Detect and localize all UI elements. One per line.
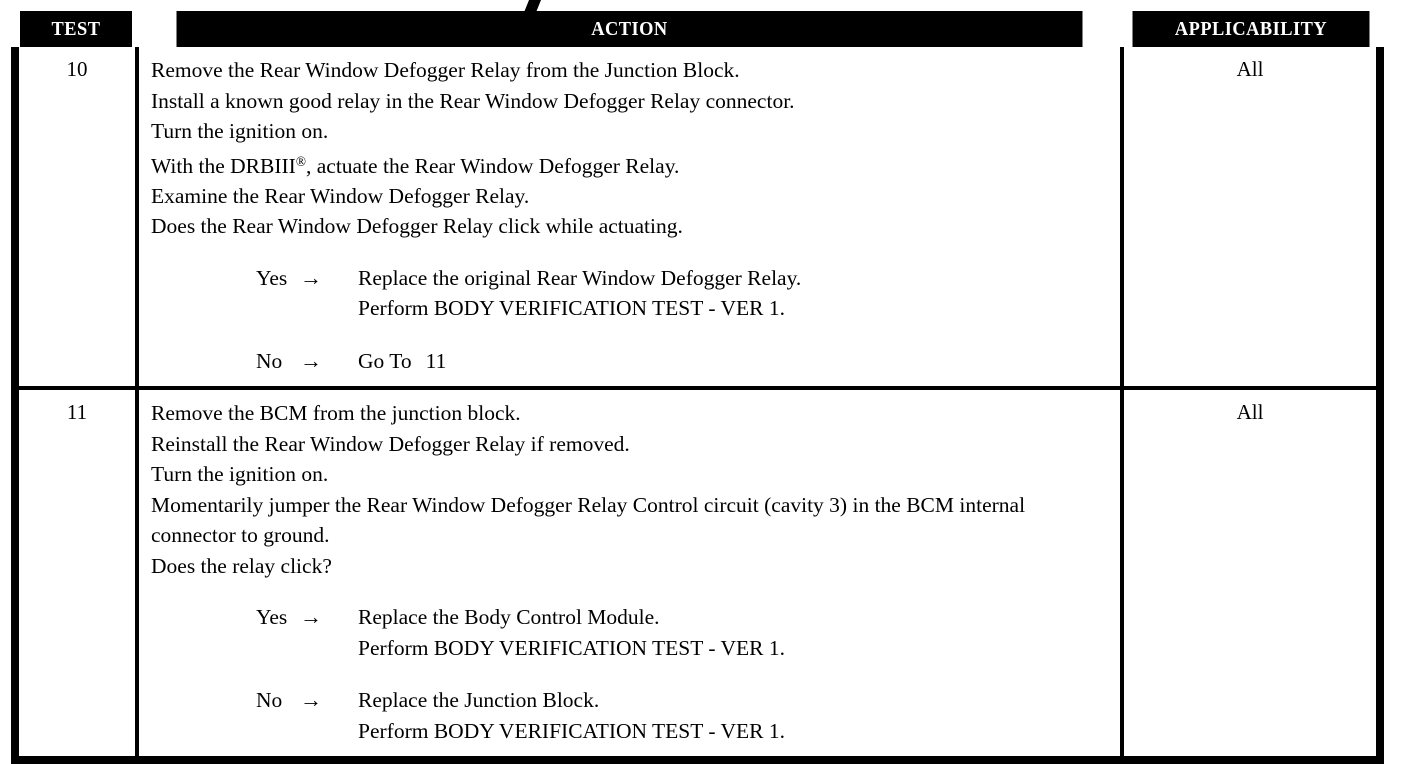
cell-test-number: 10 — [11, 47, 139, 391]
arrow-right-icon: → — [300, 687, 322, 713]
branch-body: Replace the original Rear Window Defogge… — [358, 263, 1110, 324]
branch-line: Replace the Body Control Module. — [358, 605, 660, 630]
branch-label: Yes — [256, 265, 288, 290]
arrow-right-icon: → — [300, 264, 322, 290]
branch-body: Go To 11 — [358, 346, 1110, 377]
action-step: Turn the ignition on. — [151, 462, 329, 487]
cell-action: Remove the BCM from the junction block. … — [135, 388, 1124, 764]
arrow-right-icon: → — [300, 604, 322, 630]
branch-label: Yes — [256, 605, 288, 630]
action-step: Install a known good relay in the Rear W… — [151, 88, 795, 113]
action-step-text: With the DRBIII — [151, 153, 296, 178]
action-step: Momentarily jumper the Rear Window Defog… — [151, 492, 1026, 548]
cell-action: Remove the Rear Window Defogger Relay fr… — [135, 47, 1124, 391]
action-step: With the DRBIII®, actuate the Rear Windo… — [151, 147, 1110, 181]
action-branches: Yes → Replace the Body Control Module. P… — [151, 602, 1110, 746]
action-step: Remove the Rear Window Defogger Relay fr… — [151, 58, 740, 82]
column-header-action-label: ACTION — [591, 17, 668, 40]
branch-goto-label[interactable]: Go To — [358, 348, 412, 373]
cell-applicability: All — [1120, 47, 1384, 391]
cell-test-number: 11 — [11, 388, 139, 764]
table-body: 10 Remove the Rear Window Defogger Relay… — [11, 47, 1384, 764]
branch-yes: Yes → Replace the original Rear Window D… — [256, 263, 1110, 324]
column-header-action: ACTION — [176, 11, 1083, 47]
diagnostic-test-table: TEST ACTION APPLICABILITY 10 Remove the … — [11, 11, 1384, 764]
table-row: 11 Remove the BCM from the junction bloc… — [11, 388, 1384, 764]
branch-yes: Yes → Replace the Body Control Module. P… — [256, 602, 1110, 663]
table-row: 10 Remove the Rear Window Defogger Relay… — [11, 47, 1384, 391]
action-branches: Yes → Replace the original Rear Window D… — [151, 263, 1110, 377]
branch-goto-target[interactable]: 11 — [425, 348, 447, 373]
column-header-test-label: TEST — [51, 17, 101, 40]
branch-line: Replace the original Rear Window Defogge… — [358, 265, 802, 290]
table-header-row: TEST ACTION APPLICABILITY — [15, 11, 1380, 47]
branch-line: Replace the Junction Block. — [358, 688, 600, 713]
branch-no: No → Replace the Junction Block. Perform… — [256, 685, 1110, 746]
branch-label: No — [256, 688, 283, 713]
branch-no: No → Go To 11 — [256, 346, 1110, 377]
action-step: Turn the ignition on. — [151, 119, 329, 143]
action-step: Remove the BCM from the junction block. — [151, 401, 521, 426]
action-step: Examine the Rear Window Defogger Relay. — [151, 183, 530, 208]
action-step: Reinstall the Rear Window Defogger Relay… — [151, 431, 630, 456]
branch-body: Replace the Body Control Module. Perform… — [358, 602, 1110, 663]
branch-body: Replace the Junction Block. Perform BODY… — [358, 685, 1110, 746]
action-step: Does the Rear Window Defogger Relay clic… — [151, 214, 683, 239]
action-step: Does the relay click? — [151, 553, 332, 578]
action-step-text-tail: , actuate the Rear Window Defogger Relay… — [305, 153, 680, 178]
branch-label: No — [256, 348, 283, 373]
column-header-test: TEST — [19, 11, 133, 47]
table-header: TEST ACTION APPLICABILITY — [15, 11, 1380, 47]
branch-line: Perform BODY VERIFICATION TEST - VER 1. — [358, 296, 786, 321]
cell-applicability: All — [1120, 388, 1384, 764]
branch-line: Perform BODY VERIFICATION TEST - VER 1. — [358, 635, 786, 660]
column-header-applicability: APPLICABILITY — [1132, 11, 1370, 47]
diagnostic-test-table-wrapper: TEST ACTION APPLICABILITY 10 Remove the … — [11, 11, 1384, 764]
registered-trademark-icon: ® — [295, 153, 306, 169]
arrow-right-icon: → — [300, 347, 322, 373]
branch-line: Perform BODY VERIFICATION TEST - VER 1. — [358, 718, 786, 743]
column-header-applicability-label: APPLICABILITY — [1174, 17, 1328, 40]
